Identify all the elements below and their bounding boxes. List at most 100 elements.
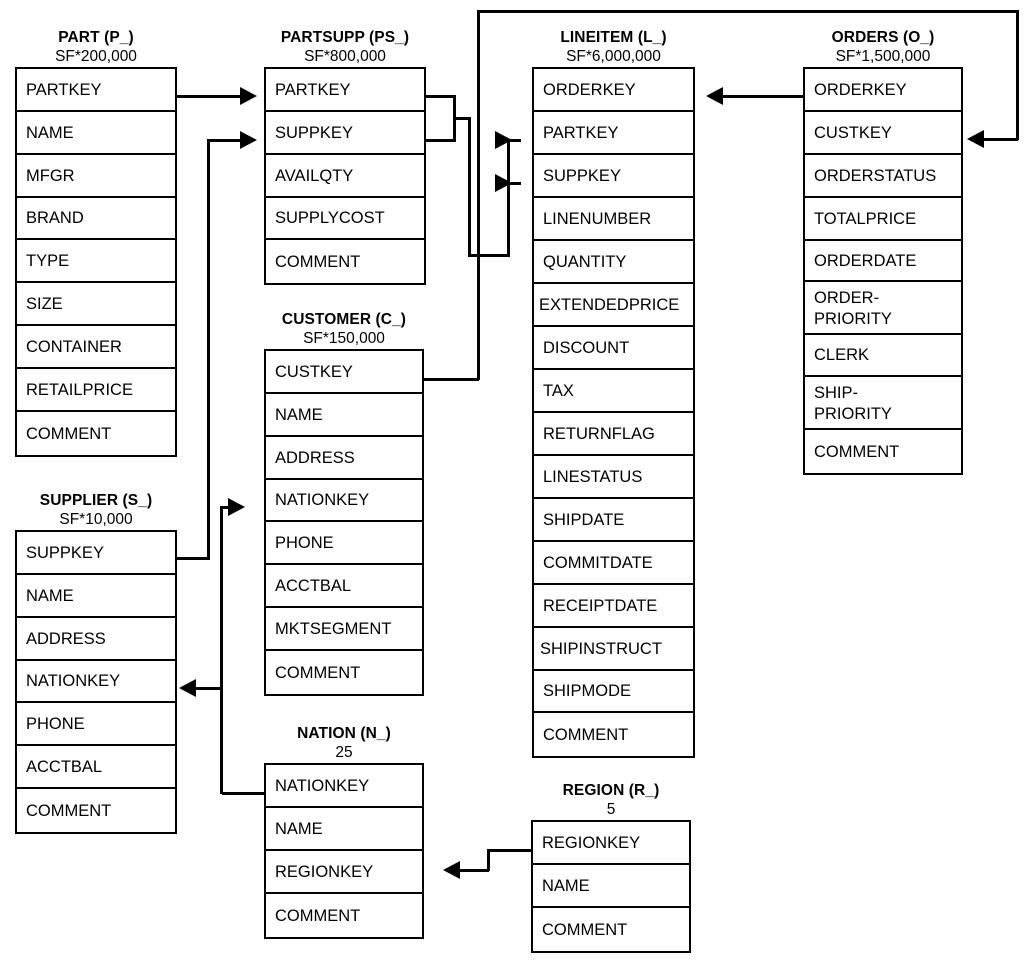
table-row: TYPE [17, 240, 175, 283]
table-row: COMMENT [26, 801, 112, 820]
table-orders-cardinality: SF*1,500,000 [835, 48, 931, 65]
table-supplier-cardinality: SF*10,000 [59, 511, 133, 528]
table-row: BRAND [17, 198, 175, 240]
table-row: PHONE [266, 522, 422, 565]
table-row: CUSTKEY [266, 351, 422, 394]
table-row: COMMENT [275, 252, 361, 271]
table-row: EXTENDEDPRICE [534, 284, 693, 327]
arrowhead-lineitem-partkey [495, 131, 512, 149]
table-row: NAME [533, 865, 689, 908]
connector-partsupp-merge-run [468, 254, 510, 257]
connector-partsupp-merge-drop [468, 117, 471, 256]
connector-partsupp-partkey-out [426, 95, 456, 98]
table-row: RETAILPRICE [17, 369, 175, 412]
table-row: QUANTITY [534, 241, 693, 284]
table-row: SHIPDATE [534, 499, 693, 542]
table-customer: CUSTOMER (C_) SF*150,000 CUSTKEY NAME AD… [264, 310, 424, 696]
table-nation-box: NATIONKEY NAME REGIONKEY COMMENT [264, 763, 424, 939]
table-row: NAME [266, 394, 422, 437]
table-row: ADDRESS [17, 618, 175, 661]
arrowhead-lineitem-orderkey [706, 87, 723, 105]
arrowhead-customer-nationkey [228, 498, 245, 516]
table-part: PART (P_) SF*200,000 PARTKEY NAME MFGR B… [15, 28, 177, 457]
connector-partsupp-suppkey-out [426, 139, 456, 142]
table-lineitem-box: ORDERKEY PARTKEY SUPPKEY LINENUMBER QUAN… [532, 67, 695, 758]
arrowhead-lineitem-suppkey [495, 174, 512, 192]
arrowhead-partsupp-partkey [240, 87, 257, 105]
table-part-title: PART (P_) [58, 29, 134, 46]
connector-lineitem-suppkey-in [507, 182, 521, 185]
table-orders-box: ORDERKEY CUSTKEY ORDERSTATUS TOTALPRICE … [803, 67, 963, 475]
table-row: COMMITDATE [534, 542, 693, 585]
table-row: COMMENT [542, 920, 628, 939]
table-row: RETURNFLAG [534, 413, 693, 456]
table-row: SHIPINSTRUCT [534, 628, 693, 671]
table-lineitem: LINEITEM (L_) SF*6,000,000 ORDERKEY PART… [532, 28, 695, 758]
table-row: CUSTKEY [805, 112, 961, 155]
table-row: SUPPKEY [534, 155, 693, 198]
table-nation: NATION (N_) 25 NATIONKEY NAME REGIONKEY … [264, 724, 424, 939]
table-row: PHONE [17, 703, 175, 746]
table-partsupp-cardinality: SF*800,000 [304, 48, 386, 65]
table-supplier-title: SUPPLIER (S_) [39, 492, 153, 509]
table-row: COMMENT [814, 442, 900, 461]
table-lineitem-cardinality: SF*6,000,000 [566, 48, 661, 65]
table-row: TAX [534, 370, 693, 413]
connector-supplier-suppkey-stub [177, 557, 210, 560]
table-orders: ORDERS (O_) SF*1,500,000 ORDERKEY CUSTKE… [803, 28, 963, 475]
table-region-cardinality: 5 [606, 801, 616, 818]
table-nation-cardinality: 25 [335, 744, 353, 761]
table-row: NATIONKEY [17, 661, 175, 703]
table-row: CONTAINER [17, 326, 175, 369]
table-row: LINESTATUS [534, 456, 693, 499]
table-row: NAME [17, 112, 175, 155]
table-row: PARTKEY [534, 112, 693, 155]
table-row: NAME [17, 575, 175, 618]
table-row: SHIP- PRIORITY [805, 377, 961, 430]
table-supplier-box: SUPPKEY NAME ADDRESS NATIONKEY PHONE ACC… [15, 530, 177, 834]
table-customer-box: CUSTKEY NAME ADDRESS NATIONKEY PHONE ACC… [264, 349, 424, 696]
connector-region-regionkey-jog [487, 849, 490, 871]
table-row: ACCTBAL [266, 565, 422, 608]
table-row: AVAILQTY [266, 155, 424, 198]
table-row: ORDERSTATUS [805, 155, 961, 198]
table-row: CLERK [805, 335, 961, 377]
table-row: RECEIPTDATE [534, 585, 693, 628]
table-row: NATIONKEY [266, 480, 422, 522]
table-customer-cardinality: SF*150,000 [303, 330, 385, 347]
arrowhead-orders-custkey [967, 130, 984, 148]
connector-supplier-suppkey-riser [207, 139, 210, 559]
table-row: SUPPKEY [266, 112, 424, 155]
table-row: SUPPKEY [17, 532, 175, 575]
table-row: SHIPMODE [534, 671, 693, 713]
connector-nation-nationkey-out [222, 792, 266, 795]
connector-supplier-nationkey-in [196, 687, 222, 690]
table-part-cardinality: SF*200,000 [55, 48, 137, 65]
connector-orders-lineitem-orderkey [722, 95, 803, 98]
table-partsupp-title: PARTSUPP (PS_) [280, 29, 410, 46]
table-row: SUPPLYCOST [266, 198, 424, 240]
table-row: REGIONKEY [533, 822, 689, 865]
connector-supplier-partsupp-suppkey [207, 139, 241, 142]
table-row: SIZE [17, 283, 175, 326]
connector-region-regionkey-out [489, 849, 532, 852]
connector-customer-orders-top [477, 10, 1019, 13]
connector-nation-regionkey-in [460, 869, 489, 872]
table-row: ACCTBAL [17, 746, 175, 789]
table-row: ORDERKEY [534, 69, 693, 112]
arrowhead-nation-regionkey [443, 861, 460, 879]
connector-orders-custkey-in [984, 138, 1018, 141]
table-partsupp-box: PARTKEY SUPPKEY AVAILQTY SUPPLYCOST COMM… [264, 67, 426, 285]
arrowhead-partsupp-suppkey [240, 131, 257, 149]
connector-nation-nationkey-riser [220, 506, 223, 794]
table-lineitem-title: LINEITEM (L_) [560, 29, 667, 46]
table-row: COMMENT [275, 663, 361, 682]
table-row: ORDERDATE [805, 241, 961, 282]
table-row: PARTKEY [17, 69, 175, 112]
table-row: MFGR [17, 155, 175, 198]
connector-customer-custkey-riser [477, 10, 480, 380]
table-part-box: PARTKEY NAME MFGR BRAND TYPE SIZE CONTAI… [15, 67, 177, 457]
table-row: ORDER- PRIORITY [805, 282, 961, 335]
table-row: COMMENT [26, 424, 112, 443]
